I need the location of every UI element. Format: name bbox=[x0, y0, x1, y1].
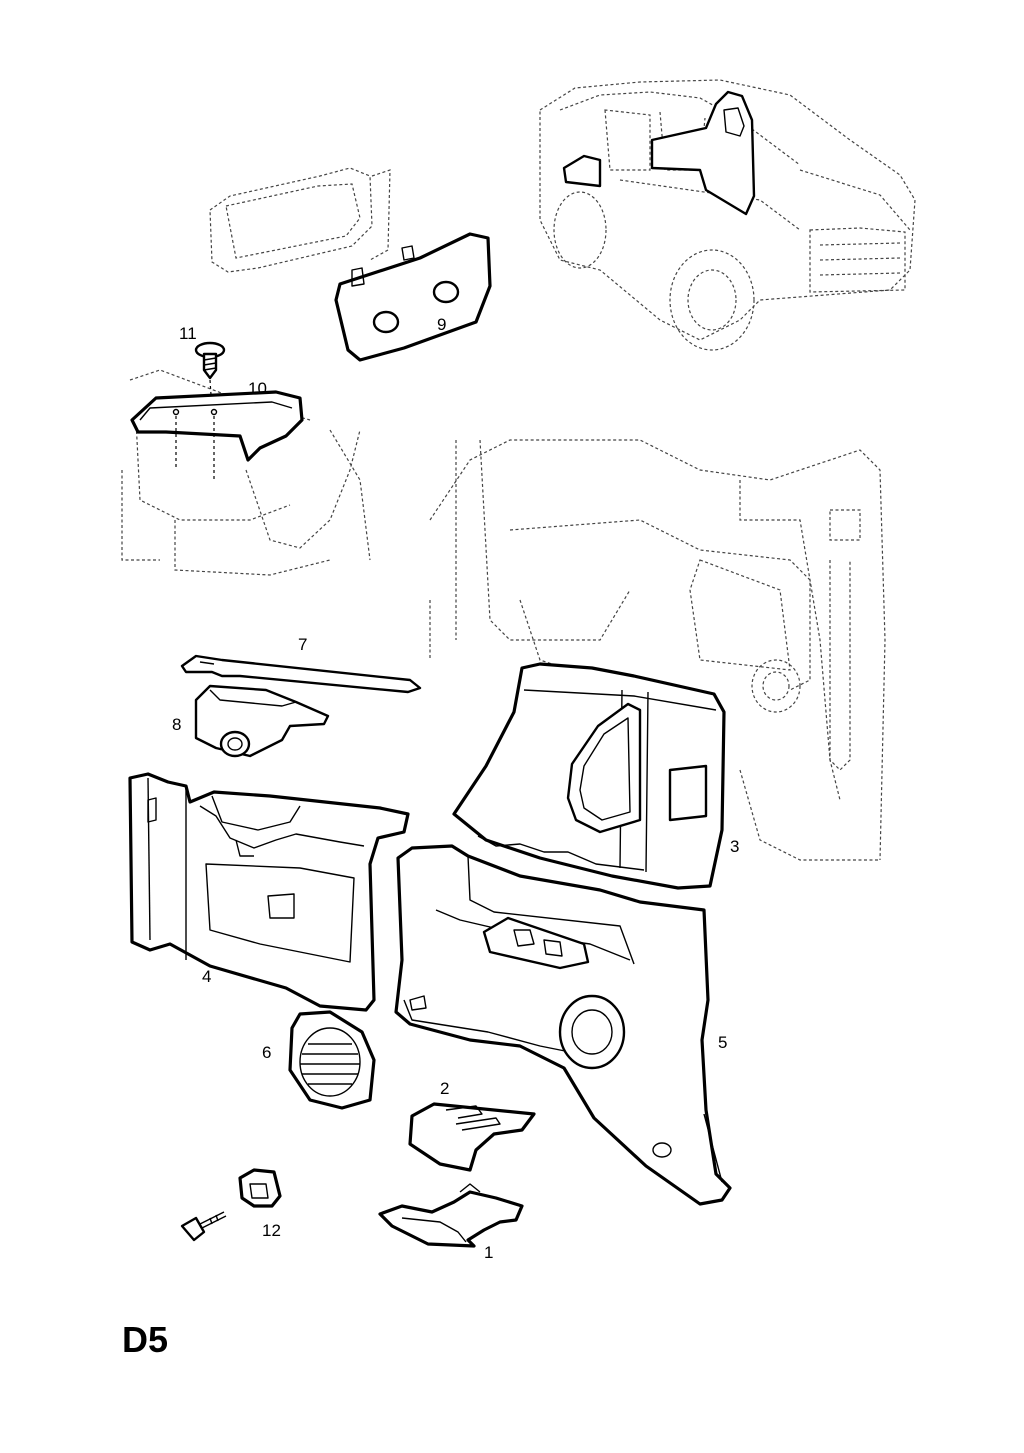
vehicle-overview bbox=[539, 79, 916, 351]
callout-1: 1 bbox=[484, 1243, 494, 1262]
sheet-code: D5 bbox=[122, 1319, 169, 1360]
callout-5: 5 bbox=[718, 1033, 728, 1052]
callout-3: 3 bbox=[730, 837, 740, 856]
callout-8: 8 bbox=[172, 715, 182, 734]
callout-10: 10 bbox=[248, 379, 267, 398]
callout-4: 4 bbox=[202, 967, 212, 986]
part-6-grille bbox=[288, 1010, 376, 1110]
part-12-clip bbox=[238, 1168, 282, 1208]
part-9-trim-panel bbox=[209, 167, 492, 362]
part-3-upper-trim bbox=[452, 662, 726, 890]
body-shell-outline bbox=[429, 439, 886, 861]
callout-9: 9 bbox=[437, 315, 447, 334]
part-5-lower-trim bbox=[394, 844, 732, 1206]
callout-7: 7 bbox=[298, 635, 308, 654]
part-2-plate bbox=[408, 1102, 536, 1172]
part-1-bracket bbox=[378, 1183, 524, 1248]
callout-11: 11 bbox=[179, 324, 197, 343]
callout-12: 12 bbox=[262, 1221, 281, 1240]
part-8-bracket bbox=[194, 684, 330, 758]
callout-2: 2 bbox=[440, 1079, 450, 1098]
part-11-clip bbox=[194, 341, 226, 411]
part-10-cover bbox=[121, 369, 371, 576]
part-4-left-trim bbox=[128, 772, 410, 1012]
callout-6: 6 bbox=[262, 1043, 272, 1062]
screw-fastener bbox=[180, 1211, 227, 1242]
part-7-strip bbox=[180, 654, 422, 694]
